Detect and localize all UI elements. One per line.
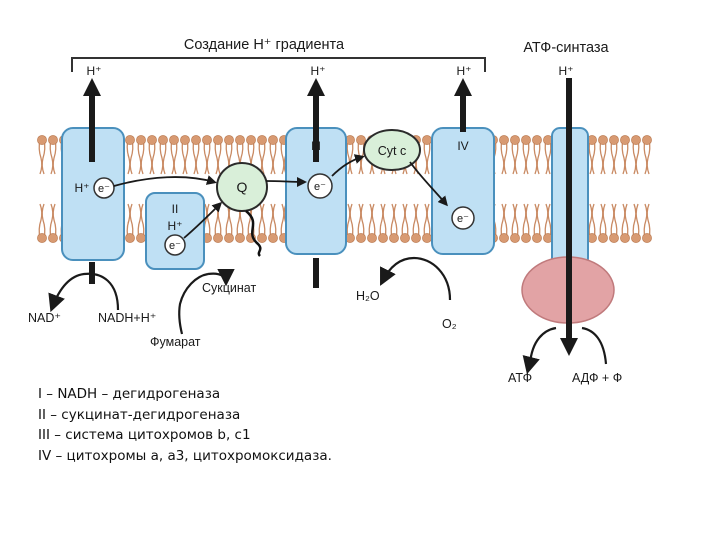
complex-3-label: III <box>311 139 321 153</box>
atp-synthase-title: АТФ-синтаза <box>523 40 609 56</box>
quinone-tail <box>245 210 262 257</box>
electron-label-2: e⁻ <box>169 240 181 252</box>
reaction-arrows <box>48 256 608 375</box>
complex-1-label: I <box>91 139 94 153</box>
cytochrome-c-label: Cyt c <box>378 144 406 158</box>
atp-label: АТФ <box>508 371 532 385</box>
electron-flow-arrows <box>113 154 448 239</box>
electron-circle-1 <box>93 177 115 199</box>
proton-label-complex-2: H⁺ <box>168 219 183 233</box>
adp-label: АДФ + Ф <box>572 371 622 385</box>
oxygen-label: O₂ <box>442 317 457 331</box>
legend-item-complex-4: IV – цитохромы a, a3, цитохромоксидаза. <box>38 447 332 464</box>
proton-label-top-3: H⁺ <box>311 64 326 78</box>
complex-2 <box>145 192 205 270</box>
legend-item-complex-1: I – NADH – дегидрогеназа <box>38 386 221 402</box>
electron-label-4: e⁻ <box>457 213 469 225</box>
succinate-label: Сукцинат <box>202 281 256 295</box>
proton-label-top-4: H⁺ <box>457 64 472 78</box>
nadh-label: NADH+H⁺ <box>98 311 156 325</box>
complex-4-label: IV <box>457 139 468 153</box>
gradient-bracket <box>71 57 486 72</box>
electron-circle-2 <box>164 234 186 256</box>
fumarate-label: Фумарат <box>150 335 201 349</box>
legend: I – NADH – дегидрогеназа II – сукцинат-д… <box>38 384 332 466</box>
quinone-circle <box>216 162 268 212</box>
legend-item-complex-3: III – система цитохромов b, c1 <box>38 427 251 443</box>
quinone-label: Q <box>237 179 248 195</box>
gradient-title: Создание H⁺ градиента <box>184 37 345 53</box>
proton-label-complex-1: H⁺ <box>75 181 90 195</box>
electron-label-3: e⁻ <box>314 181 326 193</box>
nad-label: NAD⁺ <box>28 311 61 325</box>
proton-label-synthase: H⁺ <box>559 64 574 78</box>
electron-circle-3 <box>307 173 333 199</box>
electron-circle-4 <box>451 206 475 230</box>
water-label: H₂O <box>356 289 380 303</box>
proton-label-top-1: H⁺ <box>87 64 102 78</box>
complex-2-label: II <box>172 202 179 216</box>
electron-label-1: e⁻ <box>98 183 110 195</box>
legend-item-complex-2: II – сукцинат-дегидрогеназа <box>38 406 241 423</box>
cytochrome-c-circle <box>363 129 421 171</box>
